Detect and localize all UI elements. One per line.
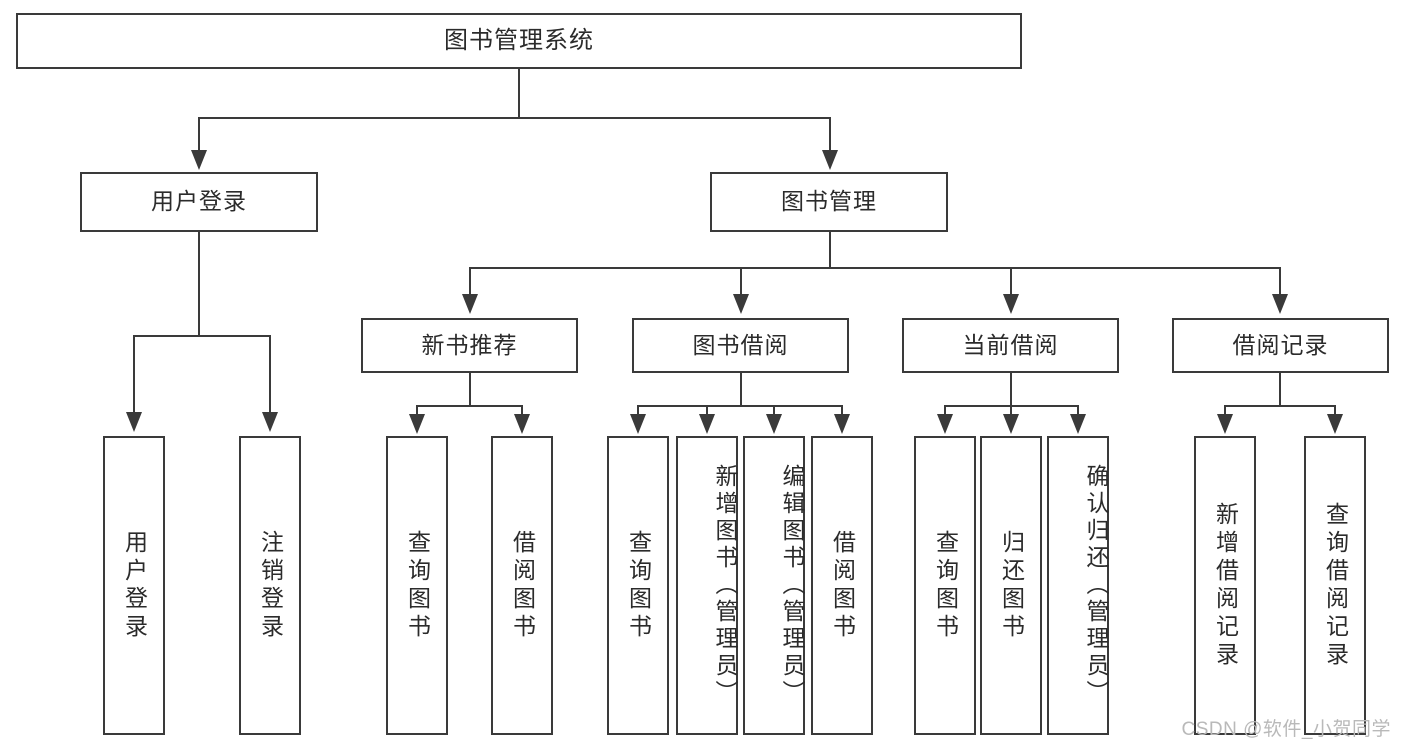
- connector-drop-record: [1279, 267, 1281, 295]
- connector-level2-bus: [198, 117, 831, 119]
- connector-record-bus: [1224, 405, 1336, 407]
- arrowhead-login-1: [126, 412, 142, 432]
- arrowhead-login-2: [262, 412, 278, 432]
- arrowhead-current-borrow: [1003, 294, 1019, 314]
- connector-drop-cb-3: [1077, 405, 1079, 417]
- arrowhead-bb-3: [766, 414, 782, 434]
- connector-drop-rc-2: [1334, 405, 1336, 417]
- leaf-borrow-book[interactable]: 借阅图书: [811, 436, 873, 735]
- arrowhead-nb-2: [514, 414, 530, 434]
- arrowhead-new-book: [462, 294, 478, 314]
- leaf-borrow-book-recommend[interactable]: 借阅图书: [491, 436, 553, 735]
- leaf-query-book-current[interactable]: 查询图书: [914, 436, 976, 735]
- arrowhead-bb-2: [699, 414, 715, 434]
- connector-borrow-stem: [740, 373, 742, 406]
- connector-new-book-stem: [469, 373, 471, 406]
- node-user-login[interactable]: 用户登录: [80, 172, 318, 232]
- connector-drop-bb-2: [706, 405, 708, 417]
- arrowhead-rc-2: [1327, 414, 1343, 434]
- arrowhead-user-login: [191, 150, 207, 170]
- connector-drop-cb-1: [944, 405, 946, 417]
- leaf-logout[interactable]: 注销登录: [239, 436, 301, 735]
- connector-drop-nb-2: [521, 405, 523, 417]
- leaf-query-book-recommend[interactable]: 查询图书: [386, 436, 448, 735]
- leaf-query-book-borrow[interactable]: 查询图书: [607, 436, 669, 735]
- connector-drop-nb-1: [416, 405, 418, 417]
- arrowhead-record: [1272, 294, 1288, 314]
- leaf-edit-book-admin[interactable]: 编辑图书（管理员）: [743, 436, 805, 735]
- node-root-system[interactable]: 图书管理系统: [16, 13, 1022, 69]
- leaf-query-borrow-record[interactable]: 查询借阅记录: [1304, 436, 1366, 735]
- arrowhead-cb-3: [1070, 414, 1086, 434]
- connector-book-mgmt-stem: [829, 232, 831, 268]
- connector-drop-login-1: [133, 335, 135, 413]
- connector-book-mgmt-bus: [469, 267, 1281, 269]
- arrowhead-bb-4: [834, 414, 850, 434]
- connector-new-book-bus: [416, 405, 523, 407]
- node-borrow-record[interactable]: 借阅记录: [1172, 318, 1389, 373]
- arrowhead-cb-2: [1003, 414, 1019, 434]
- connector-drop-book-mgmt: [829, 117, 831, 152]
- leaf-return-book[interactable]: 归还图书: [980, 436, 1042, 735]
- arrowhead-book-mgmt: [822, 150, 838, 170]
- connector-current-stem: [1010, 373, 1012, 406]
- connector-drop-bb-4: [841, 405, 843, 417]
- node-new-book-recommend[interactable]: 新书推荐: [361, 318, 578, 373]
- arrowhead-bb-1: [630, 414, 646, 434]
- arrowhead-cb-1: [937, 414, 953, 434]
- connector-drop-current-borrow: [1010, 267, 1012, 295]
- leaf-add-borrow-record[interactable]: 新增借阅记录: [1194, 436, 1256, 735]
- connector-drop-new-book: [469, 267, 471, 295]
- leaf-confirm-return-admin[interactable]: 确认归还（管理员）: [1047, 436, 1109, 735]
- leaf-user-login[interactable]: 用户登录: [103, 436, 165, 735]
- leaf-add-book-admin[interactable]: 新增图书（管理员）: [676, 436, 738, 735]
- connector-drop-borrow: [740, 267, 742, 295]
- connector-drop-bb-3: [773, 405, 775, 417]
- connector-borrow-bus: [637, 405, 842, 407]
- connector-drop-login-2: [269, 335, 271, 413]
- node-book-management[interactable]: 图书管理: [710, 172, 948, 232]
- connector-drop-rc-1: [1224, 405, 1226, 417]
- connector-drop-bb-1: [637, 405, 639, 417]
- node-current-borrow[interactable]: 当前借阅: [902, 318, 1119, 373]
- connector-drop-cb-2: [1010, 405, 1012, 417]
- connector-root-stem: [518, 69, 520, 118]
- connector-user-login-stem: [198, 232, 200, 336]
- arrowhead-rc-1: [1217, 414, 1233, 434]
- arrowhead-borrow: [733, 294, 749, 314]
- node-book-borrow[interactable]: 图书借阅: [632, 318, 849, 373]
- connector-user-login-bus: [133, 335, 270, 337]
- connector-drop-user-login: [198, 117, 200, 152]
- connector-record-stem: [1279, 373, 1281, 406]
- arrowhead-nb-1: [409, 414, 425, 434]
